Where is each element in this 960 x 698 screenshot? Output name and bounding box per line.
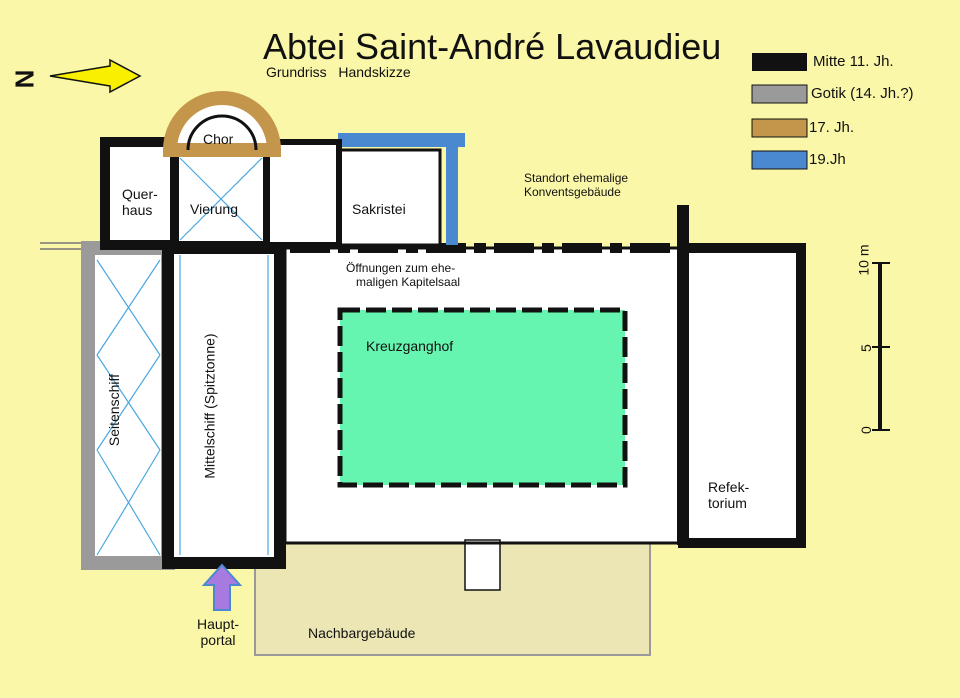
neighbor-building [254, 539, 651, 656]
label-konvent: Standort ehemalige Konventsgebäude [524, 171, 629, 199]
sacristy [338, 148, 442, 247]
scale-tick-5: 5 [857, 344, 874, 352]
legend-swatch-17jh [751, 118, 808, 138]
legend-label: Mitte 11. Jh. [813, 53, 894, 70]
legend-label: Gotik (14. Jh.?) [811, 85, 914, 102]
label-mittelschiff: Mittelschiff (Spitztonne) [201, 333, 218, 479]
label-querhaus: Quer- haus [122, 186, 158, 219]
portal-arrow-icon [201, 563, 243, 611]
label-vierung: Vierung [190, 201, 239, 217]
transept [100, 137, 180, 250]
label-kapitelsaal: Öffnungen zum ehe- maligen Kapitelsaal [346, 261, 461, 289]
label-chor: Chor [203, 131, 234, 147]
label-refektorium: Refek- torium [708, 479, 750, 512]
legend-swatch-19jh [751, 150, 808, 170]
scale-tick-10: 10 m [855, 244, 872, 276]
cloister-south-annex [464, 539, 501, 591]
label-seitenschiff: Seitenschiff [106, 373, 123, 447]
label-nachbargebaeude: Nachbargebäude [308, 625, 416, 641]
legend-label: 19.Jh [809, 151, 846, 168]
label-sakristei: Sakristei [352, 201, 406, 217]
side-aisle [81, 241, 175, 570]
subtitle: Grundriss Handskizze [266, 64, 411, 80]
courtyard [337, 307, 628, 488]
page-title: Abtei Saint-André Lavaudieu [263, 26, 722, 67]
nave [162, 242, 286, 569]
refectory [678, 243, 806, 548]
choir-apse [162, 91, 282, 157]
label-hauptportal: Haupt- portal [197, 616, 240, 649]
north-label: N [9, 69, 40, 89]
north-arrow-icon [49, 58, 142, 94]
legend-swatch-gotik [751, 84, 808, 104]
south-chapel [264, 139, 342, 248]
legend-swatch-11jh [752, 53, 807, 71]
scale-bar [872, 262, 890, 431]
legend-label: 17. Jh. [809, 119, 855, 136]
scale-tick-0: 0 [857, 426, 874, 434]
label-kreuzganghof: Kreuzganghof [366, 338, 454, 354]
